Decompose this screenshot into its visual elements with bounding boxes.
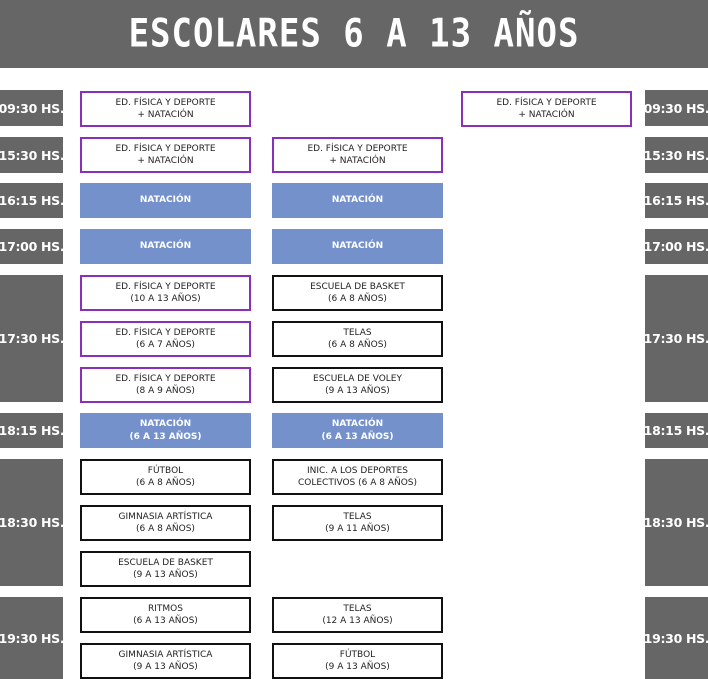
time-label-1730-left: 17:30 HS. xyxy=(0,275,65,402)
time-label-1815-left: 18:15 HS. xyxy=(0,413,65,448)
class-cell-natacion: NATACIÓN xyxy=(272,229,443,264)
class-cell-ed-fisica-natacion: ED. FÍSICA Y DEPORTE + NATACIÓN xyxy=(461,91,632,127)
class-cell-ed-fisica-6-7: ED. FÍSICA Y DEPORTE (6 A 7 AÑOS) xyxy=(80,321,251,357)
time-label-1815-right: 18:15 HS. xyxy=(644,413,708,448)
time-label-1830-left: 18:30 HS. xyxy=(0,459,65,586)
class-cell-gimnasia-9-13: GIMNASIA ARTÍSTICA (9 A 13 AÑOS) xyxy=(80,643,251,679)
class-cell-deportes-colectivos: INIC. A LOS DEPORTES COLECTIVOS (6 A 8 A… xyxy=(272,459,443,495)
time-label-1700-left: 17:00 HS. xyxy=(0,229,65,264)
class-cell-escuela-basket-9-13: ESCUELA DE BASKET (9 A 13 AÑOS) xyxy=(80,551,251,587)
time-label-0930-left: 09:30 HS. xyxy=(0,90,65,126)
time-label-1930-left: 19:30 HS. xyxy=(0,597,65,679)
time-label-1930-right: 19:30 HS. xyxy=(644,597,708,679)
class-cell-telas-12-13: TELAS (12 A 13 AÑOS) xyxy=(272,597,443,633)
page-title: ESCOLARES 6 A 13 AÑOS xyxy=(128,11,580,57)
class-cell-ed-fisica-natacion: ED. FÍSICA Y DEPORTE + NATACIÓN xyxy=(80,137,251,173)
page-header: ESCOLARES 6 A 13 AÑOS xyxy=(0,0,708,68)
time-label-1615-left: 16:15 HS. xyxy=(0,183,65,218)
class-cell-ed-fisica-8-9: ED. FÍSICA Y DEPORTE (8 A 9 AÑOS) xyxy=(80,367,251,403)
class-cell-natacion: NATACIÓN xyxy=(272,183,443,218)
time-label-1830-right: 18:30 HS. xyxy=(644,459,708,586)
class-cell-ritmos: RITMOS (6 A 13 AÑOS) xyxy=(80,597,251,633)
class-cell-escuela-basket-6-8: ESCUELA DE BASKET (6 A 8 AÑOS) xyxy=(272,275,443,311)
class-cell-futbol-6-8: FÚTBOL (6 A 8 AÑOS) xyxy=(80,459,251,495)
time-label-1730-right: 17:30 HS. xyxy=(644,275,708,402)
class-cell-escuela-voley: ESCUELA DE VOLEY (9 A 13 AÑOS) xyxy=(272,367,443,403)
class-cell-natacion-6-13: NATACIÓN (6 A 13 AÑOS) xyxy=(80,413,251,448)
class-cell-natacion: NATACIÓN xyxy=(80,229,251,264)
class-cell-ed-fisica-10-13: ED. FÍSICA Y DEPORTE (10 A 13 AÑOS) xyxy=(80,275,251,311)
class-cell-futbol-9-13: FÚTBOL (9 A 13 AÑOS) xyxy=(272,643,443,679)
time-label-1530-right: 15:30 HS. xyxy=(644,137,708,173)
time-label-1700-right: 17:00 HS. xyxy=(644,229,708,264)
class-cell-natacion: NATACIÓN xyxy=(80,183,251,218)
class-cell-gimnasia-6-8: GIMNASIA ARTÍSTICA (6 A 8 AÑOS) xyxy=(80,505,251,541)
class-cell-ed-fisica-natacion: ED. FÍSICA Y DEPORTE + NATACIÓN xyxy=(272,137,443,173)
class-cell-ed-fisica-natacion: ED. FÍSICA Y DEPORTE + NATACIÓN xyxy=(80,91,251,127)
class-cell-telas-9-11: TELAS (9 A 11 AÑOS) xyxy=(272,505,443,541)
time-label-1530-left: 15:30 HS. xyxy=(0,137,65,173)
class-cell-telas-6-8: TELAS (6 A 8 AÑOS) xyxy=(272,321,443,357)
time-label-0930-right: 09:30 HS. xyxy=(644,90,708,126)
time-label-1615-right: 16:15 HS. xyxy=(644,183,708,218)
class-cell-natacion-6-13: NATACIÓN (6 A 13 AÑOS) xyxy=(272,413,443,448)
